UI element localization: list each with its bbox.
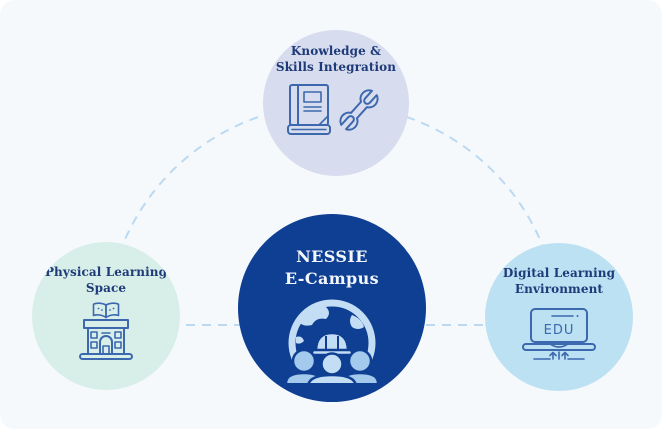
hard-hat-icon — [314, 331, 350, 353]
team-icon — [284, 331, 380, 383]
book-wrench-icon — [286, 82, 386, 140]
node-nessie-ecampus: NESSIE E-Campus — [238, 214, 426, 402]
open-book-icon — [92, 302, 120, 319]
node-physical-learning-space: Physical Learning Space — [32, 242, 180, 390]
book-icon — [287, 84, 331, 136]
node-digital-title: Digital Learning Environment — [502, 266, 616, 296]
wrench-icon — [339, 89, 379, 131]
globe-team-icon — [274, 293, 390, 383]
node-physical-title: Physical Learning Space — [44, 265, 168, 295]
laptop-screen-text: EDU — [544, 323, 575, 338]
laptop-edu-icon: EDU — [520, 307, 598, 365]
building-icon — [79, 319, 133, 361]
globe-icon — [288, 299, 376, 383]
laptop-icon: EDU — [522, 308, 596, 352]
school-building-icon — [75, 302, 137, 362]
upload-arrows-icon — [533, 351, 585, 360]
node-digital-learning-environment: Digital Learning Environment EDU — [485, 243, 633, 391]
node-knowledge-skills: Knowledge & Skills Integration — [263, 30, 409, 176]
node-center-title: NESSIE E-Campus — [284, 247, 380, 289]
node-knowledge-skills-title: Knowledge & Skills Integration — [275, 44, 397, 74]
